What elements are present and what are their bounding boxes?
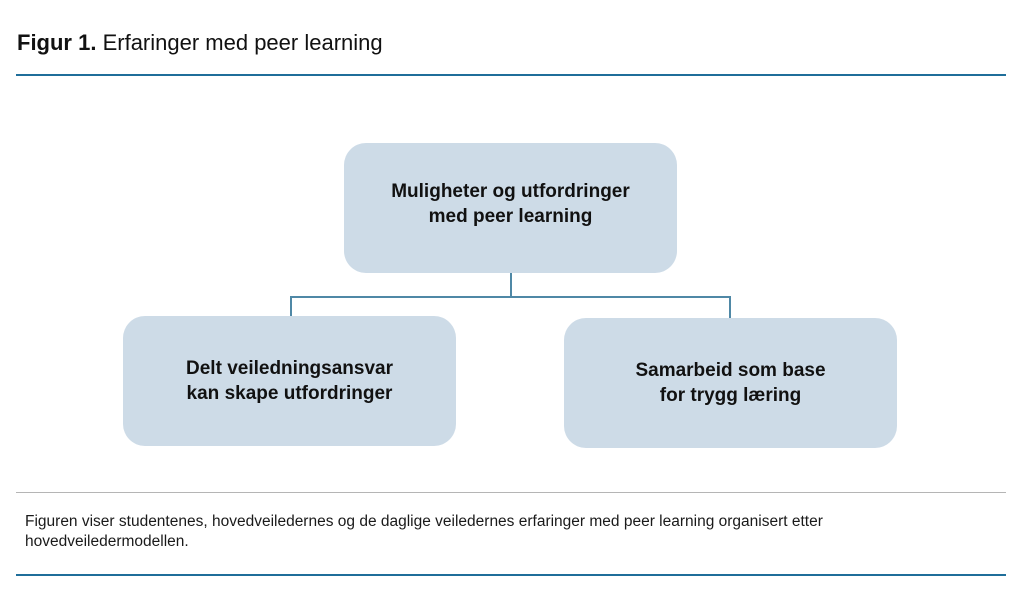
caption-divider <box>16 492 1006 493</box>
bottom-divider <box>16 574 1006 576</box>
child-node-text: Delt veiledningsansvar kan skape utfordr… <box>186 358 393 404</box>
root-node-text: Muligheter og utfordringer med peer lear… <box>391 181 630 227</box>
connector-right <box>729 296 731 321</box>
child-node-text: Samarbeid som base for trygg læring <box>635 360 826 406</box>
top-divider <box>16 74 1006 76</box>
root-node: Muligheter og utfordringer med peer lear… <box>344 143 677 273</box>
figure-label: Figur 1. <box>17 30 97 55</box>
figure-title: Figur 1. Erfaringer med peer learning <box>17 28 383 58</box>
connector-left <box>290 296 292 321</box>
figure-caption: Figuren viser studentenes, hovedveileder… <box>25 513 823 550</box>
figure-title-text: Erfaringer med peer learning <box>102 30 383 55</box>
child-node-right: Samarbeid som base for trygg læring <box>564 318 897 448</box>
connector-horizontal <box>290 296 731 298</box>
connector-root <box>510 269 512 298</box>
child-node-left: Delt veiledningsansvar kan skape utfordr… <box>123 316 456 446</box>
